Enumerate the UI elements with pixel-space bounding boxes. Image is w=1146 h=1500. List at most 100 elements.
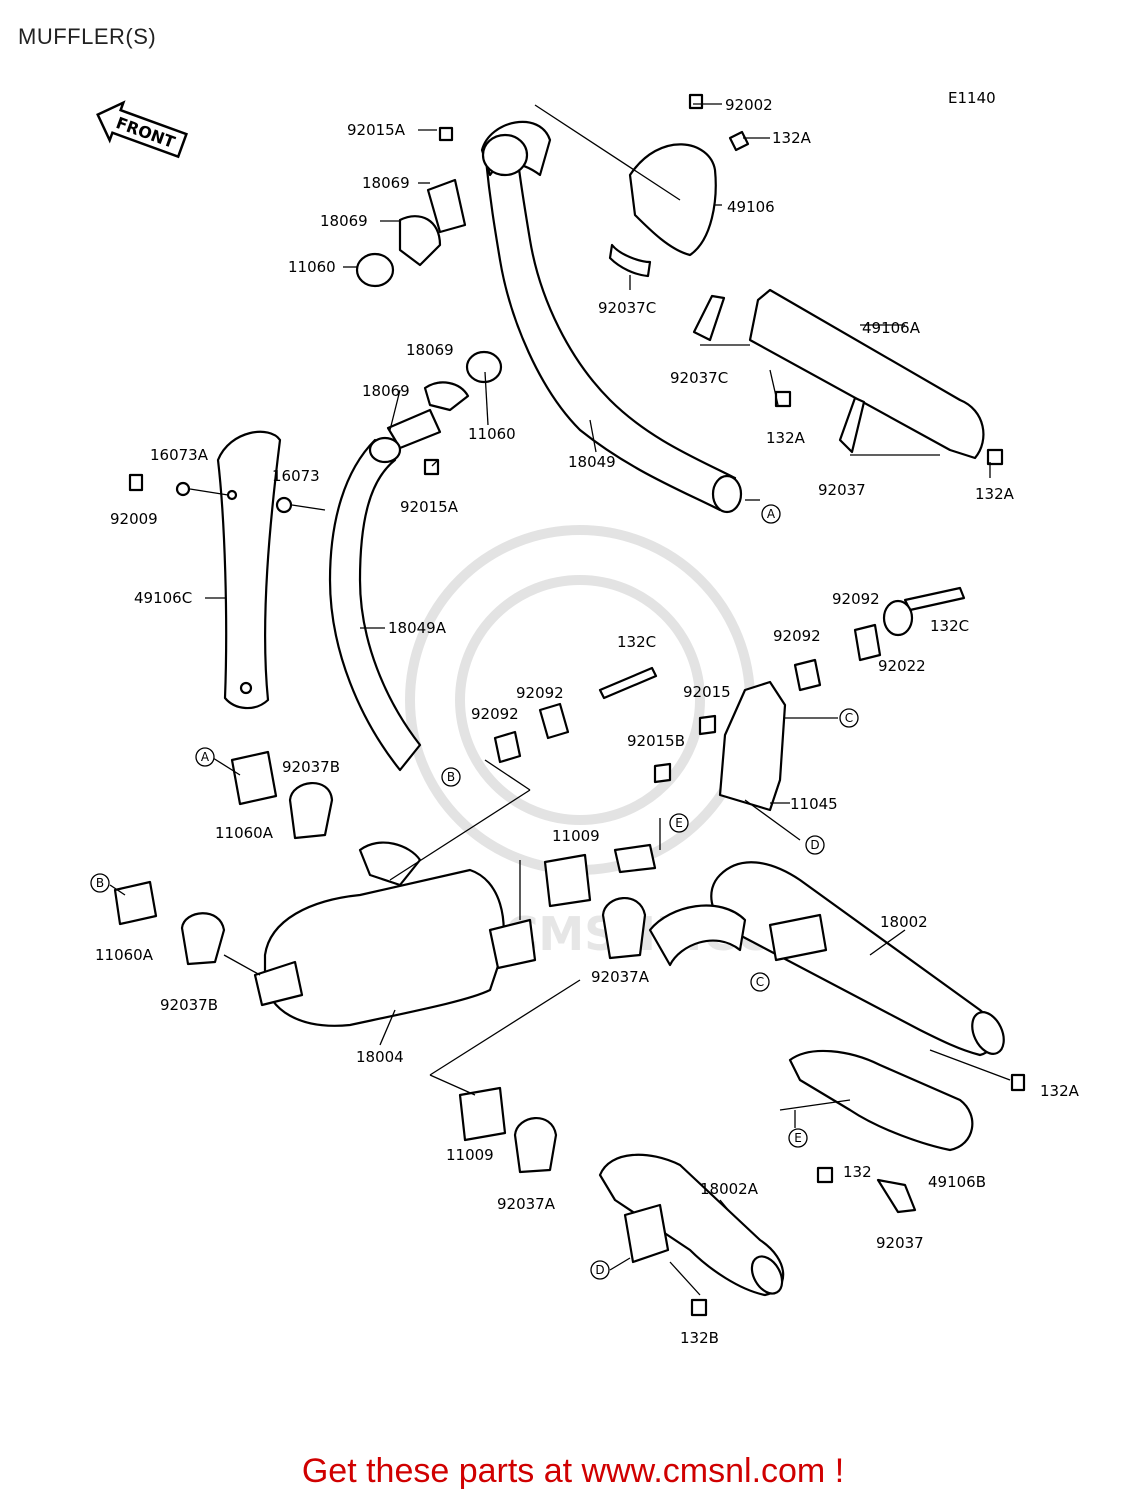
label-92037C-b: 92037C [670,369,728,387]
label-11045: 11045 [790,795,838,813]
label-49106B: 49106B [928,1173,986,1191]
label-11060A-b: 11060A [95,946,154,964]
label-92009: 92009 [110,510,158,528]
label-18069-c: 18069 [406,341,454,359]
label-132: 132 [843,1163,872,1181]
svg-text:D: D [810,838,819,852]
muffler-18002A-bracket [623,1203,670,1264]
svg-text:E: E [675,816,683,830]
silencer-18004 [263,868,505,1027]
ref-C-bracket: C [839,708,859,728]
label-49106: 49106 [727,198,775,216]
clamp-92037B-a [288,782,334,840]
label-11009-a: 11009 [552,827,600,845]
pipe-18049A-flange [368,436,402,464]
bolt-132A-low [1010,1073,1026,1092]
leader-lines [109,103,1011,1296]
page-title: MUFFLER(S) [18,24,157,49]
label-92037B-a: 92037B [282,758,340,776]
bolt-132B [690,1298,708,1317]
label-11060-b: 11060 [468,425,516,443]
bracket-hole-top [226,489,238,501]
svg-text:B: B [447,770,455,784]
bolt-132A-mid [774,390,792,408]
silencer-18004-inlet [358,841,422,887]
bolt-132A-right [986,448,1004,466]
label-18069-d: 18069 [362,382,410,400]
label-18069-b: 18069 [320,212,368,230]
label-92015A-top: 92015A [347,121,406,139]
clamp-92037C-top [608,243,652,278]
bolt-92002 [688,93,704,110]
label-16073: 16073 [272,467,320,485]
svg-text:D: D [595,1263,604,1277]
label-18069-a: 18069 [362,174,410,192]
label-132C-right: 132C [930,617,969,635]
label-18002: 18002 [880,913,928,931]
label-92015: 92015 [683,683,731,701]
ref-E-guard: E [788,1128,808,1148]
holder-18069-a [426,178,467,234]
label-11060A-a: 11060A [215,824,274,842]
rubber-92092-c [538,702,570,740]
muffler-18002-joint [648,904,747,967]
label-92092-b: 92092 [773,627,821,645]
ref-E-muffler: E [669,813,689,833]
muffler-18002-tip [971,1011,1005,1055]
washer-92022 [882,599,914,637]
heat-guard-49106 [628,143,717,257]
svg-text:A: A [767,507,776,521]
label-49106C: 49106C [134,589,192,607]
label-92037B-b: 92037B [160,996,218,1014]
ref-C-muffler: C [750,972,770,992]
collar-11060A-b [113,880,158,926]
footer-cta-link[interactable]: Get these parts at www.cmsnl.com ! [301,1452,845,1490]
clamp-92037A-a [601,897,647,960]
svg-text:B: B [96,876,104,890]
damper-16073A [175,481,191,497]
collar-11009-a [543,853,592,908]
label-92037-mid: 92037 [818,481,866,499]
label-92022: 92022 [878,657,926,675]
rubber-92092-b [793,658,822,692]
collar-11009-b [458,1086,507,1142]
clamp-92037C-mid [692,294,726,342]
label-18004: 18004 [356,1048,404,1066]
muffler-18002-inlet-bracket [613,843,657,874]
bolt-92009 [128,473,144,492]
nut-92015 [698,714,717,736]
svg-text:C: C [756,975,764,989]
label-92002: 92002 [725,96,773,114]
muffler-18002A [598,1153,785,1297]
label-18049A: 18049A [388,619,447,637]
label-92015B: 92015B [627,732,685,750]
silencer-18004-pipe [488,918,537,970]
label-16073A: 16073A [150,446,209,464]
holder-18069-c [423,381,470,412]
rubber-92092-a [853,623,882,662]
label-92092-a: 92092 [832,590,880,608]
label-18002A: 18002A [700,1180,759,1198]
label-11060-a: 11060 [288,258,336,276]
silencer-18004-outlet [253,960,304,1007]
label-92092-d: 92092 [471,705,519,723]
ref-D-bracket: D [805,835,825,855]
ref-A-left: A [195,747,215,767]
ref-B-pipe: B [441,767,461,787]
nut-92015A-top [438,126,454,142]
heat-guard-49106B [788,1049,974,1152]
front-arrow-icon: FRONT [96,100,188,159]
gasket-11060-a [355,252,395,288]
label-132A-low: 132A [1040,1082,1080,1100]
bolt-132C-right [903,586,966,612]
clamp-92037A-b [513,1117,558,1174]
muffler-18002-bracket [768,913,828,962]
heat-guard-49106A [748,288,985,460]
label-92037A-b: 92037A [497,1195,556,1213]
label-132A-right: 132A [975,485,1015,503]
gasket-11060-b [465,350,503,384]
svg-text:A: A [201,750,210,764]
clamp-92037-low [876,1178,917,1214]
label-132A-mid: 132A [766,429,806,447]
